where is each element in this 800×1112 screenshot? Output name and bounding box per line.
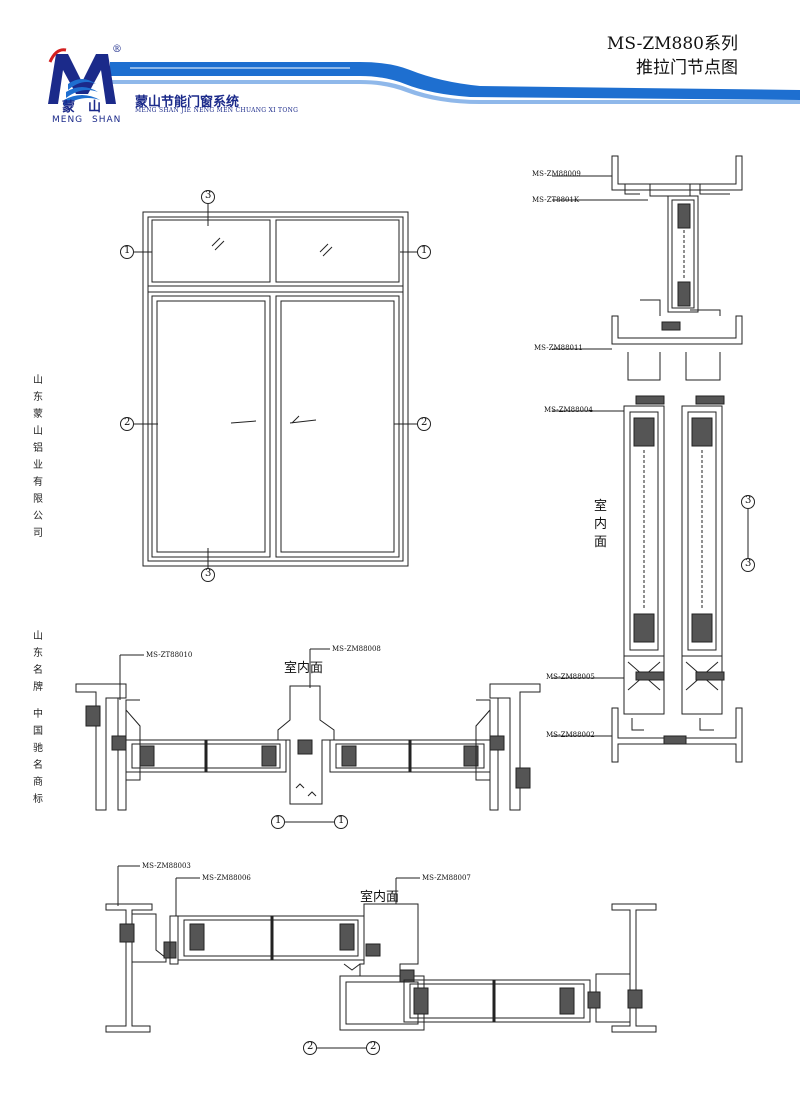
callout-zm88006: MS-ZM88006	[202, 874, 251, 882]
side-company-name: 山东蒙山铝业有限公司	[33, 375, 43, 539]
callout-zt88010: MS-ZT88010	[146, 651, 193, 659]
side-brand-b: 中国驰名商标	[33, 709, 43, 805]
company-name-en: MENG SHAN JIE NENG MEN CHUANG XI TONG	[135, 107, 299, 114]
drawing-subtitle: 推拉门节点图	[636, 58, 738, 78]
callout-zm88011: MS-ZM88011	[534, 344, 583, 352]
marker-1-left: 1	[124, 245, 131, 256]
logo-latin-meng: MENG	[52, 115, 84, 125]
indoor-label-section-1: 室内面	[284, 661, 324, 676]
vertical-marker-bottom: 3	[745, 558, 752, 569]
drawing-title: MS-ZM880系列 推拉门节点图	[607, 32, 738, 80]
logo-text-shan: 山	[88, 100, 102, 115]
callout-zm88009: MS-ZM88009	[532, 170, 581, 178]
company-name-cn: 蒙山节能门窗系统	[135, 95, 240, 110]
side-brand-a: 山东名牌	[33, 631, 43, 693]
callout-zm88005: MS-ZM88005	[546, 673, 595, 681]
logo-latin-shan: SHAN	[92, 115, 122, 125]
callout-zm88003: MS-ZM88003	[142, 862, 191, 870]
section-2-marker-right: 2	[370, 1041, 377, 1052]
registered-mark: ®	[112, 44, 122, 55]
section-1-marker-right: 1	[338, 815, 345, 826]
header-swoosh	[110, 62, 800, 104]
logo	[44, 44, 124, 124]
marker-2-left: 2	[124, 417, 131, 428]
callout-zm88004: MS-ZM88004	[544, 406, 593, 414]
indoor-label-vertical: 室内面	[594, 499, 608, 550]
vertical-marker-top: 3	[745, 495, 752, 506]
series-name: MS-ZM880系列	[606, 34, 738, 54]
section-2-marker-left: 2	[307, 1041, 314, 1052]
indoor-label-section-2: 室内面	[360, 890, 400, 905]
callout-zm88008: MS-ZM88008	[332, 645, 381, 653]
marker-2-right: 2	[421, 417, 428, 428]
callout-zm88007: MS-ZM88007	[422, 874, 471, 882]
callout-zt8801k: MS-ZT8801K	[532, 196, 580, 204]
marker-1-right: 1	[421, 245, 428, 256]
section-1-marker-left: 1	[275, 815, 282, 826]
callout-zm88002: MS-ZM88002	[546, 731, 595, 739]
marker-3-bottom: 3	[205, 568, 212, 579]
marker-3-top: 3	[205, 190, 212, 201]
logo-m-icon	[48, 48, 116, 106]
logo-text-meng: 蒙	[62, 100, 76, 115]
